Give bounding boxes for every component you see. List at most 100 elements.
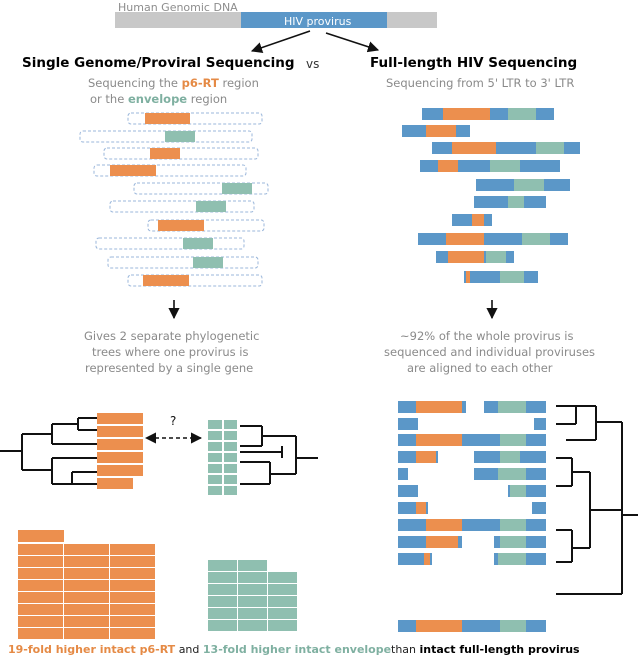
- sequence-gap: [438, 451, 474, 463]
- p6rt-segment: [426, 536, 458, 548]
- p6rt-segment: [158, 220, 204, 231]
- envelope-segment: [500, 434, 526, 446]
- intact-p6rt-sequence: [18, 568, 63, 579]
- p6rt-sequence-row: [97, 439, 143, 450]
- intact-p6rt-sequence: [110, 604, 155, 615]
- envelope-sequence-cell: [208, 475, 222, 484]
- caption-p6rt-fold: 19-fold higher intact p6-RT: [8, 643, 176, 656]
- human-genomic-dna-label: Human Genomic DNA: [118, 1, 238, 14]
- intact-p6rt-sequence: [18, 616, 63, 627]
- envelope-phylogenetic-tree: [240, 425, 318, 485]
- p6rt-segment: [426, 125, 456, 137]
- envelope-segment: [193, 257, 223, 268]
- intact-p6rt-sequence: [64, 628, 109, 639]
- left-desc-line1: Gives 2 separate phylogenetic: [84, 329, 260, 343]
- right-subtitle: Sequencing from 5' LTR to 3' LTR: [386, 76, 575, 90]
- p6rt-segment: [446, 233, 484, 245]
- p6rt-segment: [416, 502, 426, 514]
- p6rt-segment: [443, 108, 490, 120]
- read-outline: [95, 237, 245, 250]
- intact-p6rt-sequence: [18, 544, 63, 555]
- read-outline: [109, 200, 255, 213]
- p6rt-segment: [110, 165, 156, 176]
- right-desc-line3: are aligned to each other: [407, 361, 553, 375]
- intact-envelope-sequence: [268, 608, 297, 619]
- intact-p6rt-sequence: [110, 568, 155, 579]
- intact-p6rt-sequence: [64, 568, 109, 579]
- sequence-gap: [432, 553, 494, 565]
- envelope-sequence-cell: [224, 442, 237, 451]
- envelope-segment: [508, 108, 536, 120]
- left-subtitle-line1: Sequencing the p6-RT region: [88, 76, 259, 90]
- sequence-gap: [428, 502, 532, 514]
- arrow-to-single-genome: [250, 30, 311, 54]
- p6rt-segment: [150, 148, 180, 159]
- intact-p6rt-sequence: [64, 616, 109, 627]
- arrows-group: [144, 30, 498, 444]
- envelope-sequence-cell: [224, 486, 237, 495]
- subtitle-or-the: or the: [90, 92, 125, 106]
- separate-phylogenetic-trees-group: [0, 413, 318, 495]
- envelope-segment: [490, 160, 520, 172]
- bottom-caption-left: 19-fold higher intact p6-RT and 13-fold …: [8, 643, 391, 656]
- hiv-provirus-label: HIV provirus: [284, 15, 352, 28]
- envelope-segment: [498, 401, 526, 413]
- bottom-caption-right: than intact full-length provirus: [391, 643, 580, 656]
- envelope-segment: [536, 142, 564, 154]
- intact-envelope-sequence: [268, 620, 297, 631]
- p6rt-sequence-row: [97, 413, 143, 424]
- intact-p6rt-sequence: [18, 580, 63, 591]
- envelope-sequence-cell: [224, 431, 237, 440]
- intact-sequence-stacks-group: [18, 530, 297, 639]
- sequence-gap: [462, 536, 494, 548]
- read-outline: [93, 164, 247, 177]
- envelope-segment: [500, 536, 526, 548]
- p6rt-sequence-fragment: [97, 478, 103, 489]
- intact-envelope-sequence: [208, 620, 237, 631]
- envelope-sequence-cell: [224, 464, 237, 473]
- p6rt-segment: [448, 251, 484, 263]
- read-outline: [103, 147, 259, 160]
- envelope-segment: [500, 271, 524, 283]
- subtitle-p6rt: p6-RT: [181, 76, 219, 90]
- intact-p6rt-sequence: [64, 604, 109, 615]
- intact-p6rt-stack-cap: [18, 530, 64, 542]
- envelope-segment: [510, 485, 526, 497]
- envelope-sequence-cell: [224, 475, 237, 484]
- left-subtitle-line2: or the envelope region: [90, 92, 227, 106]
- envelope-segment: [500, 451, 520, 463]
- p6rt-sequence-row: [97, 452, 143, 463]
- p6rt-segment: [452, 142, 496, 154]
- envelope-segment: [500, 620, 526, 632]
- intact-p6rt-sequence: [18, 628, 63, 639]
- question-mark: ?: [170, 414, 177, 428]
- full-length-title: Full-length HIV Sequencing: [370, 55, 578, 71]
- left-desc-line2: trees where one provirus is: [92, 345, 249, 359]
- intact-p6rt-sequence: [110, 592, 155, 603]
- intact-envelope-sequence: [208, 596, 237, 607]
- intact-p6rt-sequence: [64, 592, 109, 603]
- intact-p6rt-sequence: [64, 556, 109, 567]
- intact-envelope-sequence: [268, 596, 297, 607]
- intact-envelope-sequence: [238, 608, 267, 619]
- caption-envelope-fold: 13-fold higher intact envelope: [202, 643, 392, 656]
- intact-p6rt-sequence: [18, 592, 63, 603]
- read-outline: [133, 182, 269, 195]
- intact-envelope-sequence: [238, 560, 267, 571]
- p6rt-segment: [438, 160, 458, 172]
- envelope-segment: [500, 519, 526, 531]
- intact-p6rt-sequence: [18, 556, 63, 567]
- subtitle-envelope: envelope: [127, 92, 188, 106]
- read-outline: [127, 112, 263, 125]
- caption-and: and: [178, 643, 200, 656]
- envelope-sequence-cell: [208, 453, 222, 462]
- genomic-dna-bar-group: [115, 12, 437, 28]
- read-outline: [107, 256, 259, 269]
- envelope-segment: [498, 553, 526, 565]
- p6rt-phylogenetic-tree: [0, 417, 97, 485]
- subtitle-region-2: region: [190, 92, 228, 106]
- envelope-sequence-cell: [208, 431, 222, 440]
- p6rt-segment: [416, 620, 462, 632]
- p6rt-segment: [416, 434, 462, 446]
